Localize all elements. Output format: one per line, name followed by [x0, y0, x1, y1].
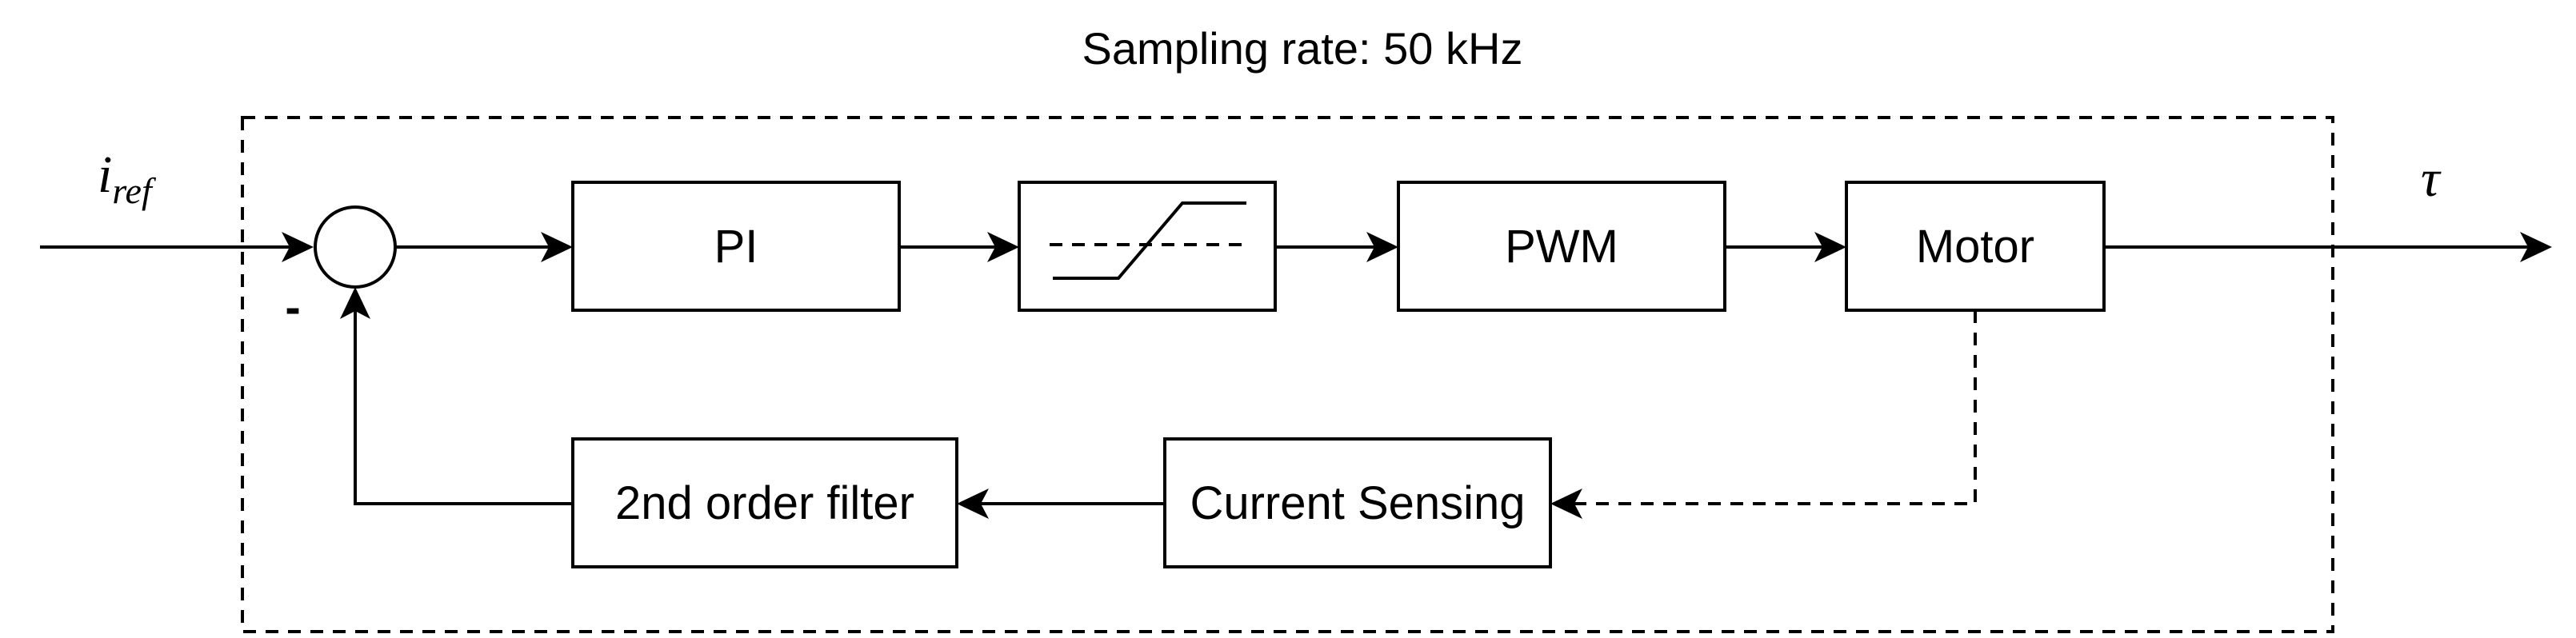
sampling-boundary [241, 116, 2334, 633]
input-symbol: i [98, 146, 112, 204]
output-arrowhead [2520, 232, 2552, 262]
saturation-curve-icon [1053, 201, 1246, 280]
saturation-to-pwm-arrowhead [1366, 232, 1398, 262]
pi-to-saturation-arrowhead [987, 232, 1019, 262]
filter-block-label: 2nd order filter [615, 477, 914, 529]
feedback-arrowhead [340, 287, 370, 319]
summing-junction [314, 205, 397, 289]
sampling-rate-title: Sampling rate: 50 kHz [1082, 23, 1523, 74]
current-sensing-block-label: Current Sensing [1190, 477, 1525, 529]
motor-to-sensing-arrowhead [1550, 488, 1582, 519]
motor-block-label: Motor [1916, 221, 2034, 273]
input-label: iref [98, 146, 157, 211]
sum-to-pi-arrowhead [541, 232, 573, 262]
filter-block [571, 437, 958, 568]
pwm-to-motor-arrowhead [1814, 232, 1846, 262]
input-subscript: ref [112, 170, 157, 211]
current-sensing-block [1163, 437, 1552, 568]
feedback-wire [354, 301, 573, 505]
pwm-block-label: PWM [1505, 221, 1618, 273]
output-label: τ [2421, 150, 2442, 208]
sensing-to-filter-arrowhead [957, 488, 989, 519]
input-arrowhead [282, 232, 314, 262]
sum-minus-sign: - [285, 281, 300, 333]
pwm-block [1397, 181, 1726, 312]
pi-block-label: PI [714, 221, 758, 273]
motor-to-sensing-dashed-wire [1562, 310, 1977, 505]
pi-block [571, 181, 901, 312]
